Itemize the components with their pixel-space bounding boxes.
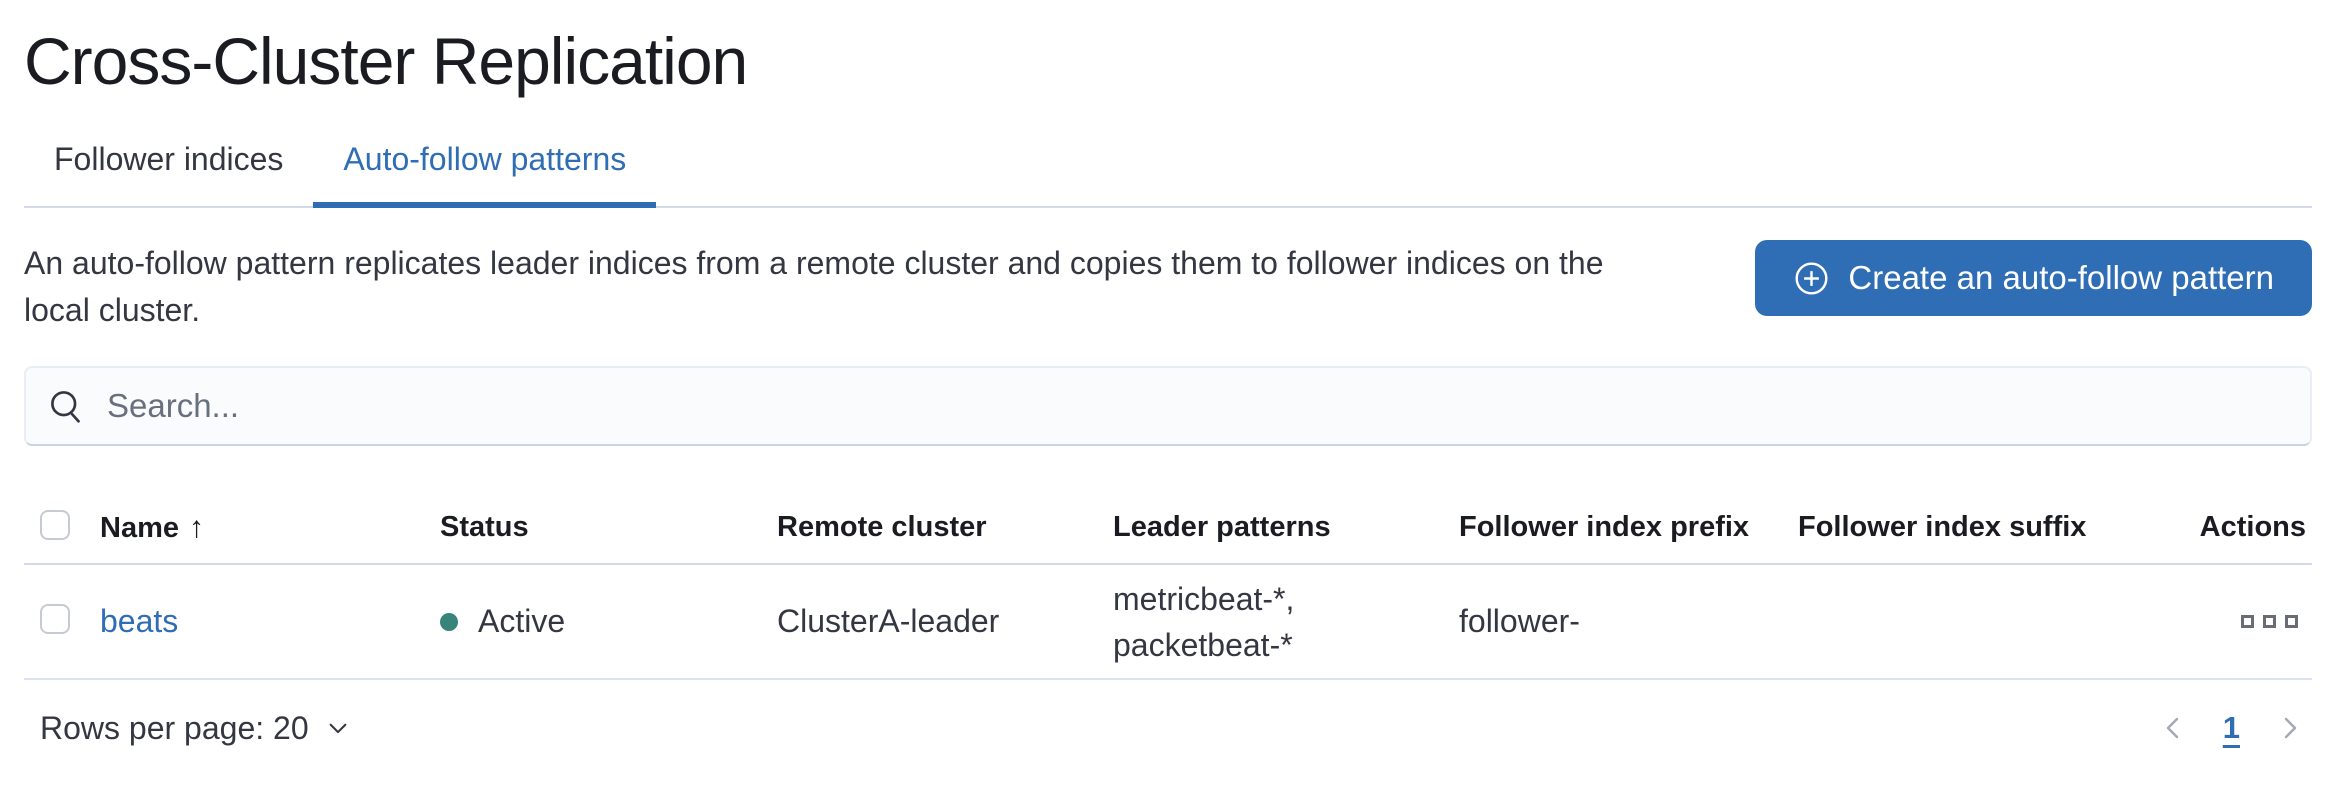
pattern-name-link[interactable]: beats (100, 603, 179, 639)
rows-per-page-button[interactable]: Rows per page: 20 (40, 710, 351, 747)
pagination: 1 (2151, 706, 2312, 750)
table-header-row: Name↑ Status Remote cluster Leader patte… (24, 492, 2312, 565)
page-title: Cross-Cluster Replication (24, 24, 748, 98)
status-active-dot-icon (440, 612, 458, 631)
auto-follow-patterns-table: Name↑ Status Remote cluster Leader patte… (24, 492, 2312, 680)
header-checkbox-cell (40, 510, 100, 545)
column-header-name[interactable]: Name↑ (100, 510, 204, 544)
follower-index-prefix-cell: follower- (1459, 603, 1580, 639)
table-row: beats Active ClusterA-leader metricbeat-… (24, 565, 2312, 680)
row-checkbox-cell (40, 604, 100, 639)
previous-page-button[interactable] (2151, 706, 2195, 750)
leader-pattern-line-2: packetbeat-* (1113, 626, 1293, 663)
leader-pattern-line-1: metricbeat-*, (1113, 580, 1295, 617)
chevron-right-icon (2284, 717, 2297, 739)
chevron-left-icon (2166, 717, 2178, 739)
row-actions-button[interactable] (2233, 605, 2306, 638)
tab-follower-indices[interactable]: Follower indices (54, 141, 284, 177)
column-header-status[interactable]: Status (440, 511, 529, 543)
cross-cluster-replication-page: Cross-Cluster Replication Follower indic… (24, 24, 2312, 750)
column-header-leader-patterns[interactable]: Leader patterns (1113, 511, 1331, 543)
rows-per-page-label: Rows per page: 20 (40, 709, 309, 746)
description-line-1: An auto-follow pattern replicates leader… (24, 245, 1604, 281)
chevron-down-icon (329, 723, 346, 734)
column-header-follower-index-suffix[interactable]: Follower index suffix (1798, 511, 2087, 543)
status-label: Active (478, 603, 566, 639)
sort-ascending-icon: ↑ (189, 510, 204, 544)
select-all-checkbox[interactable] (40, 510, 70, 540)
search-input[interactable] (105, 368, 2288, 444)
row-select-checkbox[interactable] (40, 604, 70, 634)
search-icon (51, 390, 80, 423)
search-bar[interactable] (24, 366, 2312, 446)
column-header-actions: Actions (2199, 511, 2306, 543)
name-cell: beats (100, 603, 440, 640)
table-footer: Rows per page: 20 1 (24, 706, 2312, 750)
column-header-remote-cluster[interactable]: Remote cluster (777, 511, 987, 543)
plus-in-circle-icon (1795, 261, 1828, 295)
tab-bar: Follower indices Auto-follow patterns (24, 140, 2312, 208)
status-cell: Active (440, 603, 777, 640)
next-page-button[interactable] (2268, 706, 2312, 750)
leader-patterns-cell: metricbeat-*, packetbeat-* (1113, 576, 1459, 668)
page-number-1[interactable]: 1 (2222, 710, 2240, 745)
create-auto-follow-pattern-button[interactable]: Create an auto-follow pattern (1755, 240, 2312, 316)
boxes-horizontal-icon (2241, 615, 2254, 628)
intro-section: An auto-follow pattern replicates leader… (24, 240, 2312, 334)
column-header-follower-index-prefix[interactable]: Follower index prefix (1459, 511, 1750, 543)
tab-auto-follow-patterns[interactable]: Auto-follow patterns (313, 140, 657, 208)
remote-cluster-cell: ClusterA-leader (777, 603, 1000, 639)
description-line-2: local cluster. (24, 292, 201, 328)
page-description: An auto-follow pattern replicates leader… (24, 240, 1603, 334)
create-button-label: Create an auto-follow pattern (1848, 259, 2274, 296)
actions-cell (2138, 605, 2312, 638)
